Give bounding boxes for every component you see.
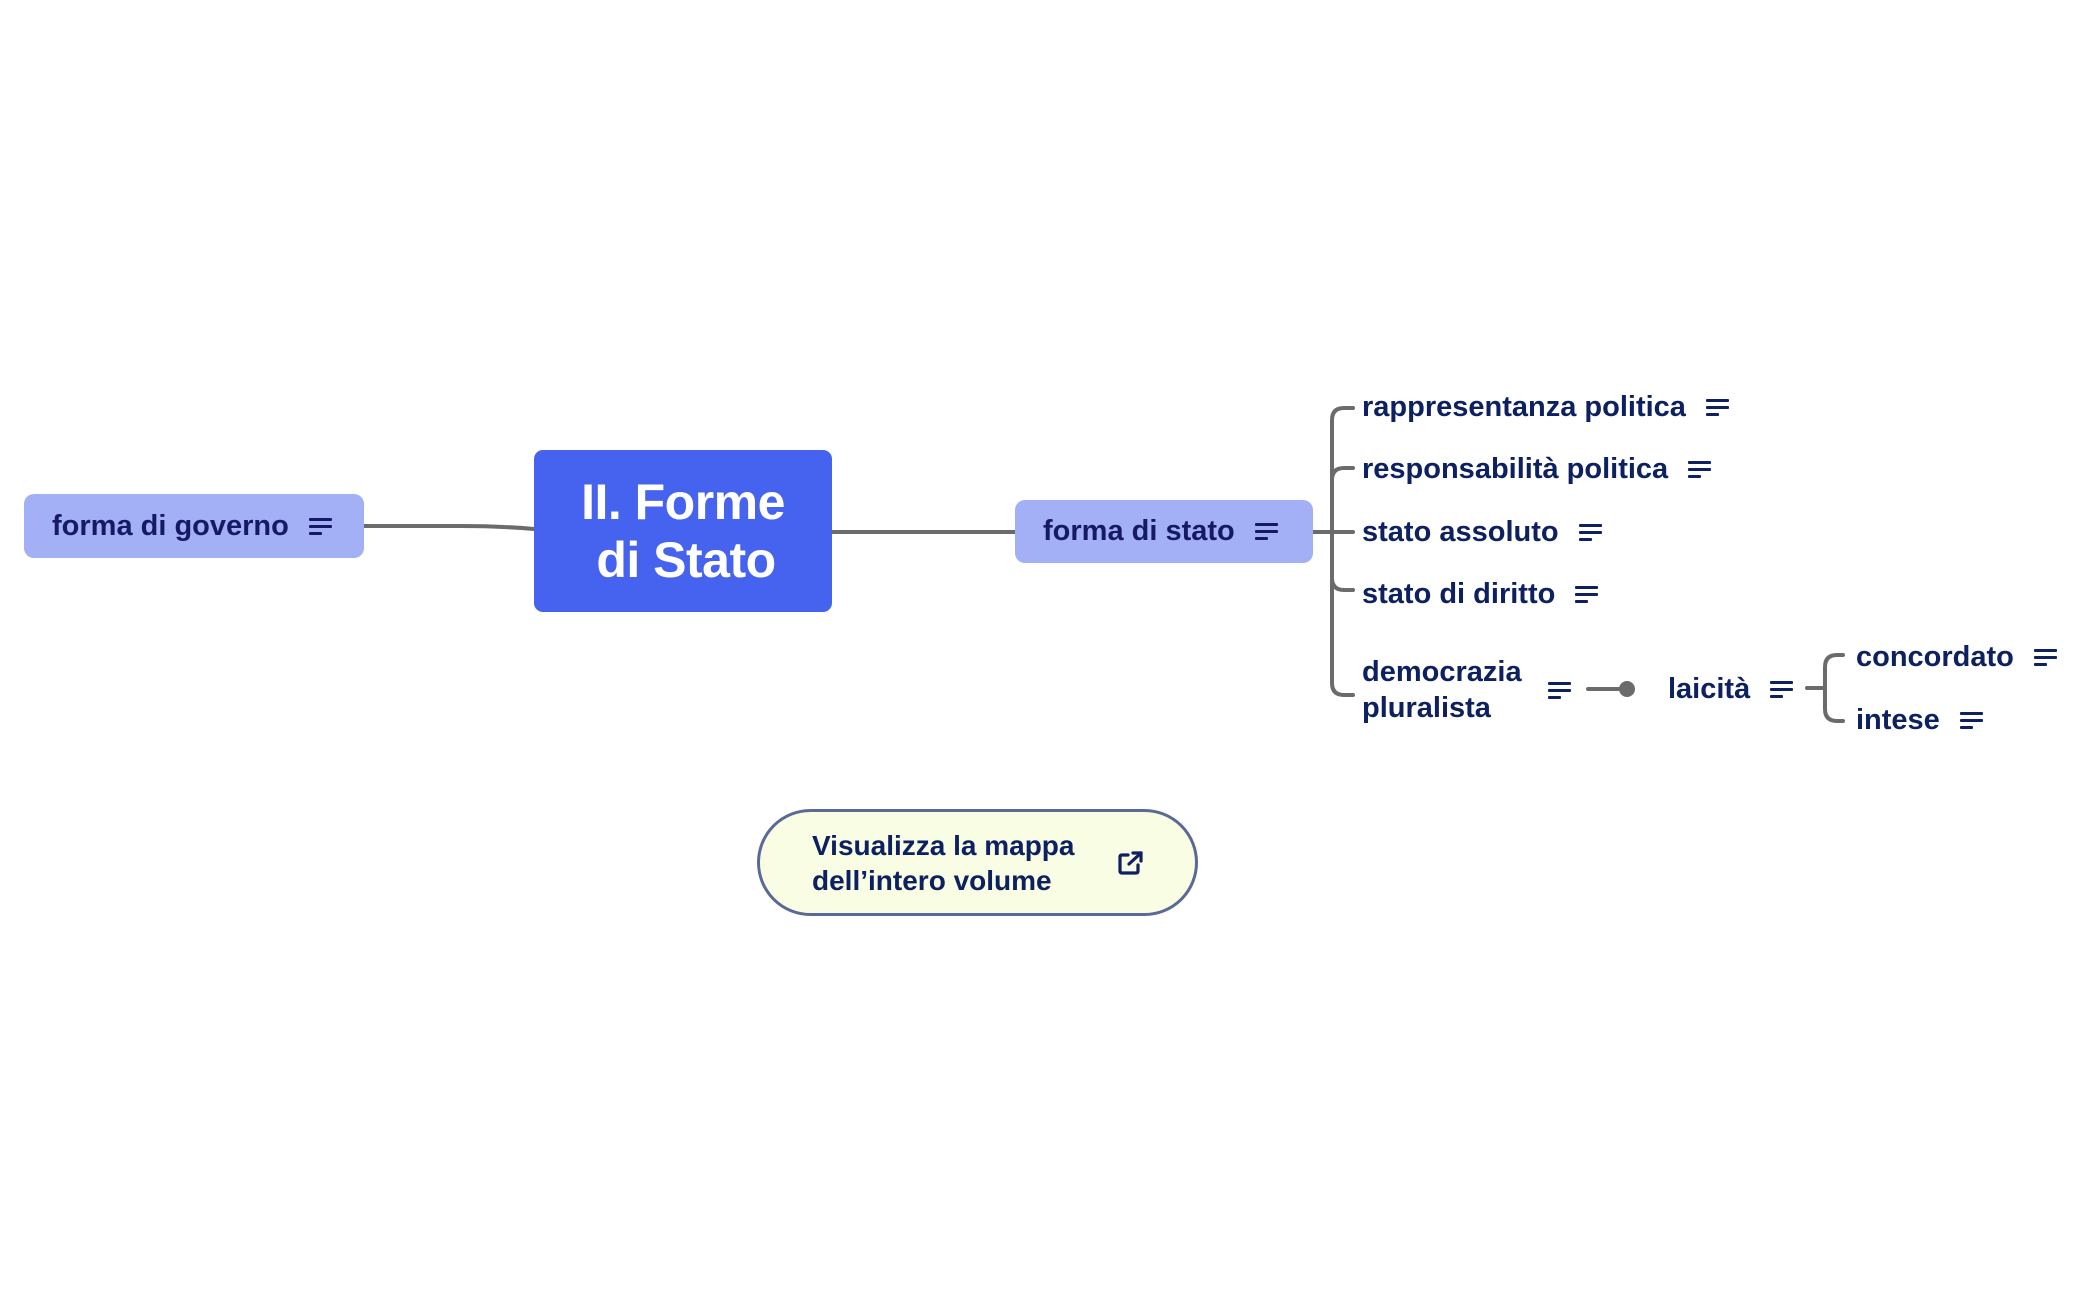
button-label-line2: dell’intero volume (812, 864, 1052, 896)
topic-label: forma di governo (52, 509, 289, 542)
note-icon[interactable] (2033, 648, 2057, 666)
note-icon[interactable] (308, 517, 332, 535)
subtopic-intese[interactable]: intese (1856, 702, 1983, 738)
note-icon[interactable] (1575, 585, 1599, 603)
note-icon[interactable] (1959, 711, 1983, 729)
subtopic-label: stato assoluto (1362, 516, 1559, 548)
subtopic-label: responsabilità politica (1362, 453, 1669, 485)
subtopic-label: laicità (1668, 673, 1751, 705)
note-icon[interactable] (1578, 523, 1602, 541)
relationship-dot (1619, 681, 1635, 697)
subtopic-label: rappresentanza politica (1362, 391, 1686, 423)
topic-forma-di-governo[interactable]: forma di governo (24, 494, 364, 558)
topic-forma-di-stato[interactable]: forma di stato (1015, 500, 1313, 563)
central-topic-line2: di Stato (596, 532, 776, 588)
central-topic-line1: II. Forme (581, 474, 785, 530)
subtopic-responsabilita-politica[interactable]: responsabilità politica (1362, 451, 1712, 487)
subtopic-democrazia-pluralista[interactable]: democrazia pluralista (1362, 654, 1571, 726)
note-icon[interactable] (1688, 460, 1712, 478)
subtopic-label-line2: pluralista (1362, 692, 1491, 724)
subtopic-label-line1: democrazia (1362, 656, 1522, 688)
note-icon[interactable] (1547, 681, 1571, 699)
button-label: Visualizza la mappa dell’intero volume (812, 828, 1075, 898)
subtopic-label: intese (1856, 704, 1940, 736)
subtopic-stato-assoluto[interactable]: stato assoluto (1362, 514, 1602, 550)
subtopic-label: concordato (1856, 641, 2014, 673)
topic-label: forma di stato (1043, 515, 1235, 547)
subtopic-concordato[interactable]: concordato (1856, 639, 2057, 675)
subtopic-stato-di-diritto[interactable]: stato di diritto (1362, 576, 1599, 612)
external-link-icon (1118, 851, 1143, 875)
subtopic-laicita[interactable]: laicità (1668, 671, 1794, 707)
subtopic-rappresentanza-politica[interactable]: rappresentanza politica (1362, 389, 1729, 425)
subtopic-label: stato di diritto (1362, 578, 1556, 610)
note-icon[interactable] (1254, 523, 1278, 540)
central-topic[interactable]: II. Forme di Stato (534, 450, 832, 612)
button-label-line1: Visualizza la mappa (812, 829, 1075, 861)
subtopic-label: democrazia pluralista (1362, 654, 1522, 726)
view-full-volume-map-button[interactable]: Visualizza la mappa dell’intero volume (757, 809, 1198, 916)
note-icon[interactable] (1705, 398, 1729, 416)
note-icon[interactable] (1770, 680, 1794, 698)
